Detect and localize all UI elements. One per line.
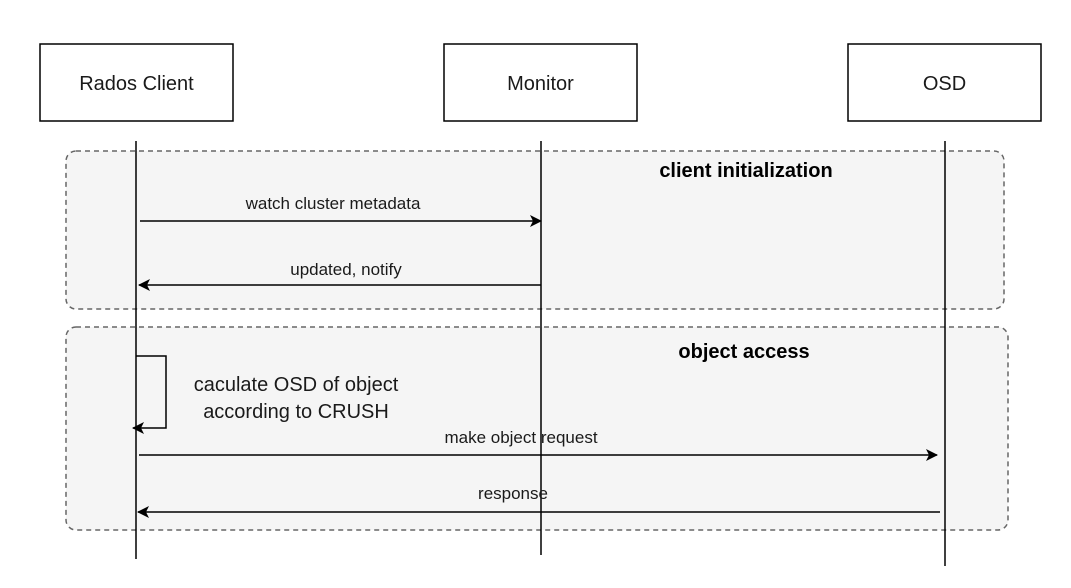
group-frame-object-access xyxy=(65,326,1009,531)
self-call-label-line-1: caculate OSD of object xyxy=(194,374,399,396)
message-label-request: make object request xyxy=(444,428,597,447)
group-title-client-initialization: client initialization xyxy=(659,160,832,182)
participant-label-osd: OSD xyxy=(923,73,966,95)
message-label-watch: watch cluster metadata xyxy=(245,194,421,213)
self-call-arrow xyxy=(132,355,167,434)
participant-box-rados-client xyxy=(39,43,234,122)
group-title-object-access: object access xyxy=(678,341,809,363)
self-call-label-line-2: according to CRUSH xyxy=(203,401,389,423)
participant-label-rados-client: Rados Client xyxy=(79,73,194,95)
participant-box-monitor xyxy=(443,43,638,122)
message-label-response: response xyxy=(478,484,548,503)
participant-label-monitor: Monitor xyxy=(507,73,574,95)
participant-box-osd xyxy=(847,43,1042,122)
group-frame-client-initialization xyxy=(65,150,1005,310)
message-label-notify: updated, notify xyxy=(290,260,402,279)
